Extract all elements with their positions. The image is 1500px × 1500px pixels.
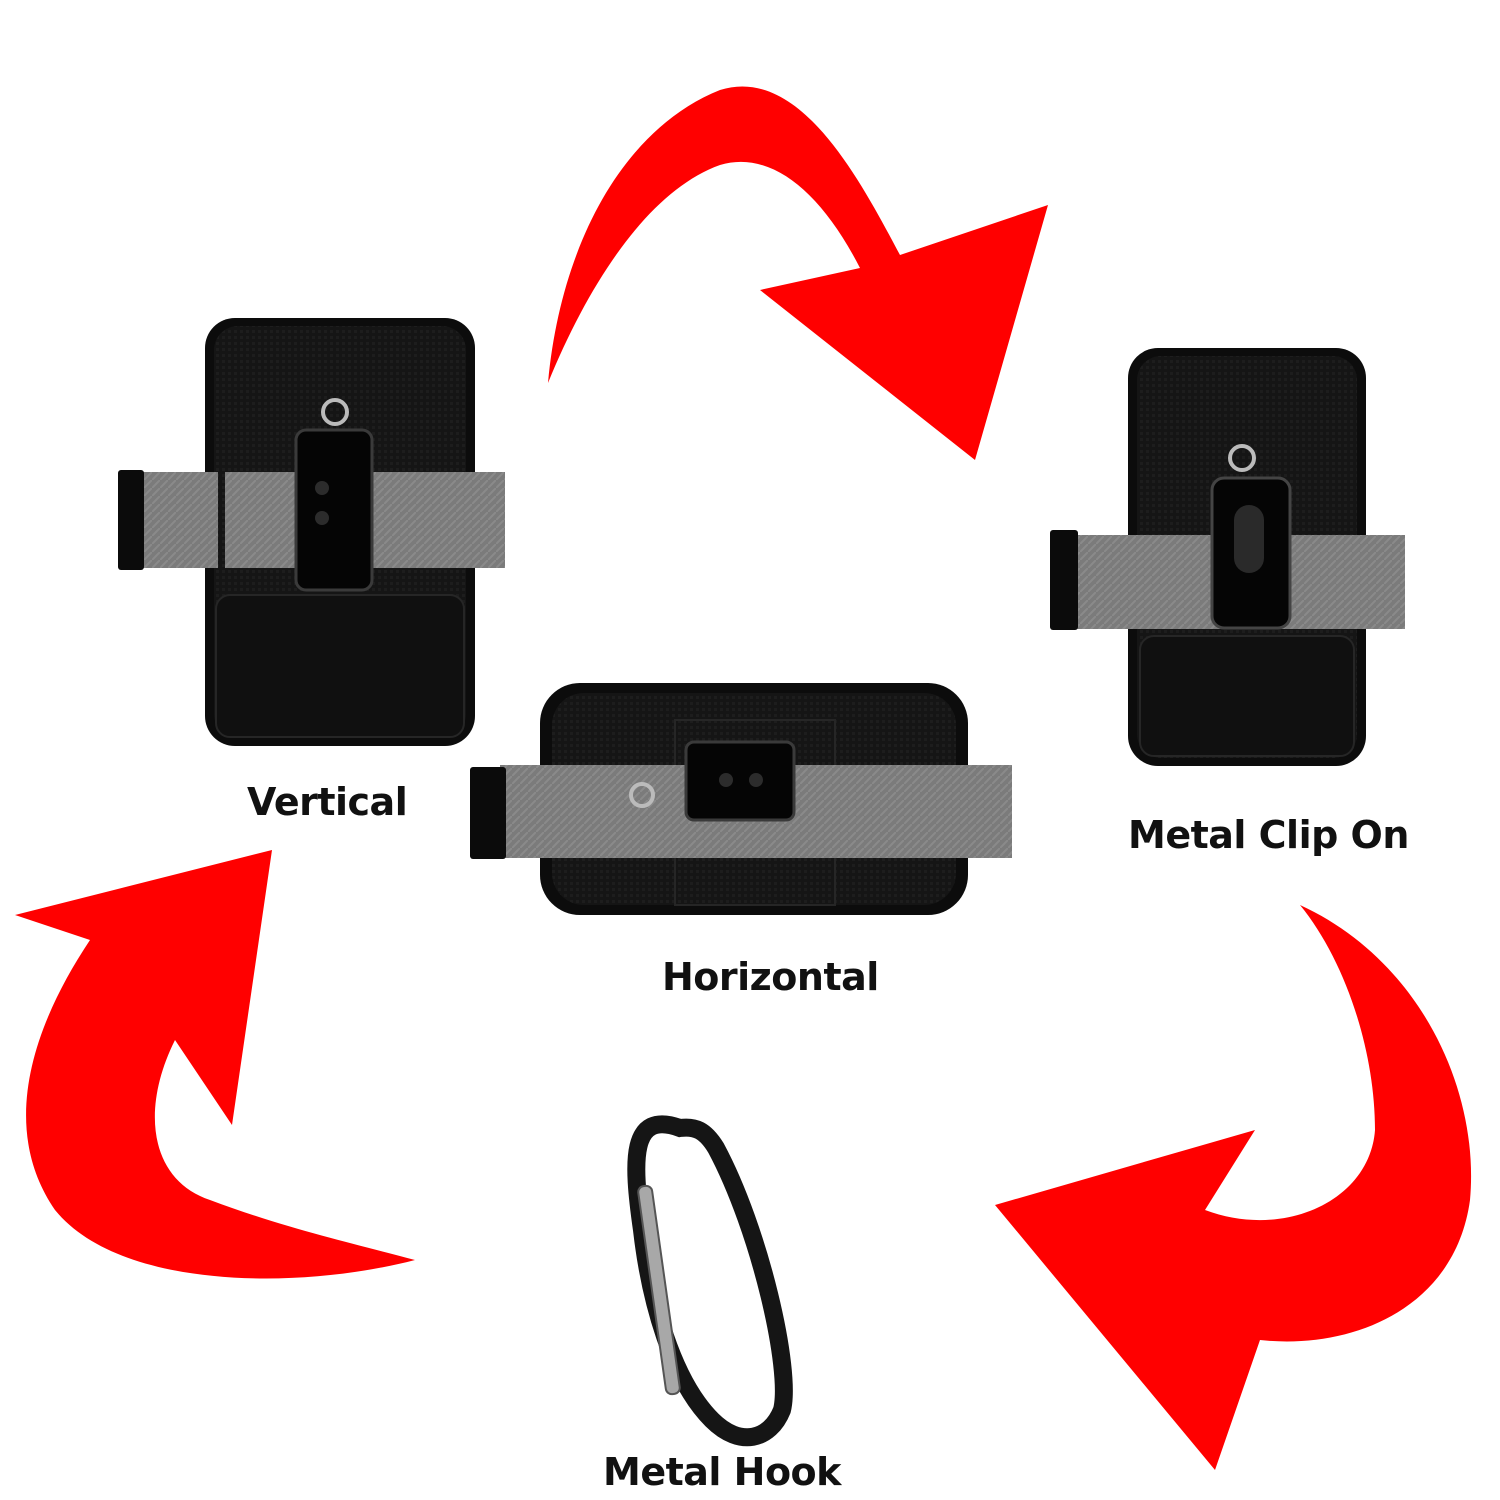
label-metal-clip-on: Metal Clip On <box>1128 813 1409 857</box>
label-horizontal: Horizontal <box>662 955 879 999</box>
holster-pouch-icon <box>1050 348 1405 766</box>
curved-arrow-icon <box>15 850 415 1279</box>
holster-pouch-icon <box>470 683 1012 915</box>
curved-arrow-icon <box>548 86 1048 460</box>
curved-arrow-icon <box>995 905 1472 1470</box>
label-metal-hook: Metal Hook <box>603 1450 841 1494</box>
label-vertical: Vertical <box>247 780 408 824</box>
holster-pouch-icon <box>118 318 505 746</box>
carabiner-icon <box>627 1115 793 1447</box>
